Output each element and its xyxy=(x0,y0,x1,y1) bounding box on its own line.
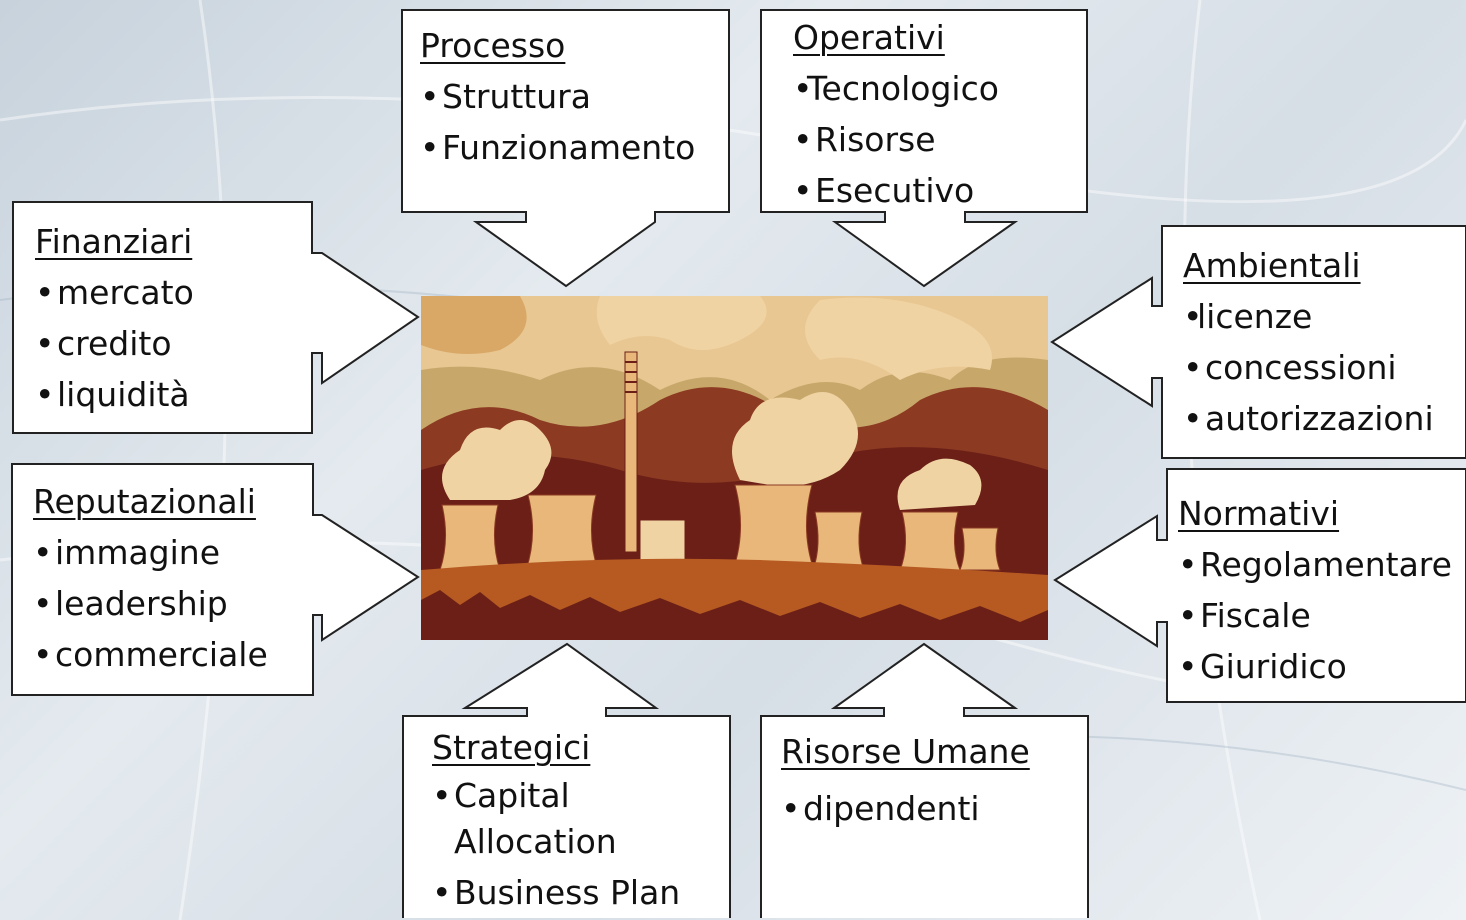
normativi-title: Normativi xyxy=(1178,494,1340,533)
strategici-item-capital-allocation: Capital Allocation xyxy=(432,773,654,865)
risorse-umane-title: Risorse Umane xyxy=(781,732,1030,771)
finanziari-item-mercato: mercato xyxy=(35,267,194,318)
processo-title: Processo xyxy=(420,26,566,65)
processo-item-struttura: Struttura xyxy=(420,71,695,122)
strategici-item-business-plan: Business Plan xyxy=(432,867,680,918)
operativi-item-risorse: Risorse xyxy=(793,114,999,165)
ambientali-item-licenze: licenze xyxy=(1183,291,1434,342)
normativi-item-fiscale: Fiscale xyxy=(1178,590,1452,641)
operativi-box: Operativi Tecnologico Risorse Esecutivo xyxy=(793,12,999,216)
finanziari-title: Finanziari xyxy=(35,222,193,261)
finanziari-item-liquidita: liquidità xyxy=(35,369,194,420)
risorse-umane-box: Risorse Umane dipendenti xyxy=(781,726,1030,834)
normativi-box: Normativi Regolamentare Fiscale Giuridic… xyxy=(1178,488,1452,692)
operativi-item-tecnologico: Tecnologico xyxy=(793,63,999,114)
ambientali-title: Ambientali xyxy=(1183,246,1361,285)
reputazionali-item-commerciale: commerciale xyxy=(33,629,268,680)
strategici-title: Strategici xyxy=(432,728,591,767)
risorse-umane-item-dipendenti: dipendenti xyxy=(781,783,1030,834)
ambientali-item-autorizzazioni: autorizzazioni xyxy=(1183,393,1434,444)
ambientali-item-concessioni: concessioni xyxy=(1183,342,1434,393)
power-plant-illustration xyxy=(421,296,1048,640)
ambientali-box: Ambientali licenze concessioni autorizza… xyxy=(1183,240,1434,444)
reputazionali-item-immagine: immagine xyxy=(33,527,268,578)
reputazionali-box: Reputazionali immagine leadership commer… xyxy=(33,476,268,680)
normativi-item-regolamentare: Regolamentare xyxy=(1178,539,1452,590)
processo-box: Processo Struttura Funzionamento xyxy=(420,20,695,173)
finanziari-item-credito: credito xyxy=(35,318,194,369)
strategici-box: Strategici Capital Allocation Business P… xyxy=(432,722,680,918)
operativi-item-esecutivo: Esecutivo xyxy=(793,165,999,216)
finanziari-box: Finanziari mercato credito liquidità xyxy=(35,216,194,420)
processo-item-funzionamento: Funzionamento xyxy=(420,122,695,173)
reputazionali-item-leadership: leadership xyxy=(33,578,268,629)
risorse-umane-callout xyxy=(760,642,1089,918)
reputazionali-title: Reputazionali xyxy=(33,482,256,521)
operativi-title: Operativi xyxy=(793,18,945,57)
normativi-item-giuridico: Giuridico xyxy=(1178,641,1452,692)
